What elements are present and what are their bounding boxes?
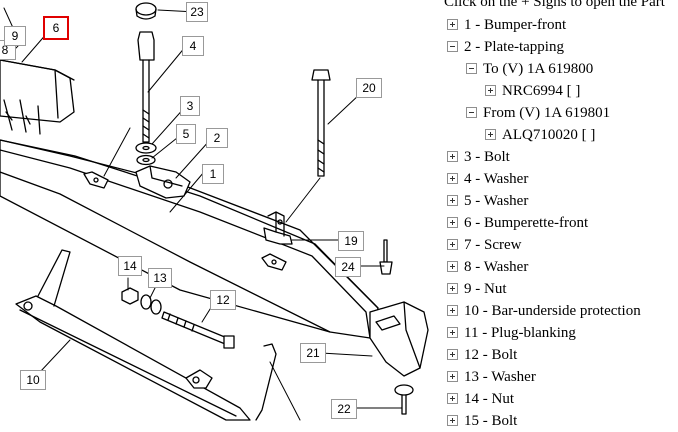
tree-item[interactable]: 5 - Washer [444,190,678,212]
expand-icon[interactable] [447,195,458,206]
tree-item[interactable]: 4 - Washer [444,168,678,190]
parts-list-panel: Click on the + Signs to open the Part 1 … [444,0,678,429]
tree-item-label[interactable]: 2 - Plate-tapping [464,39,564,55]
expand-icon[interactable] [447,393,458,404]
bumperette-drawing [0,59,75,135]
collapse-icon[interactable] [466,107,477,118]
tree-item[interactable]: 3 - Bolt [444,146,678,168]
collapse-icon[interactable] [447,41,458,52]
collapse-icon[interactable] [466,63,477,74]
callout-24[interactable]: 24 [335,257,361,277]
callout-22[interactable]: 22 [331,399,357,419]
tree-item[interactable]: 6 - Bumperette-front [444,212,678,234]
expand-icon[interactable] [447,173,458,184]
cap-23-drawing [135,2,157,20]
expand-icon[interactable] [447,371,458,382]
expand-icon[interactable] [447,305,458,316]
callout-6[interactable]: 6 [43,16,69,40]
bar-underside-drawing [15,249,277,421]
callout-3[interactable]: 4 [182,36,204,56]
expand-icon[interactable] [447,217,458,228]
tree-item[interactable]: 12 - Bolt [444,344,678,366]
callout-5[interactable]: 5 [176,124,196,144]
callout-2[interactable]: 2 [206,128,228,148]
bolt-3-drawing [137,31,155,143]
tree-item-label[interactable]: 4 - Washer [464,171,529,187]
callout-20[interactable]: 20 [356,78,382,98]
tree-item[interactable]: 10 - Bar-underside protection [444,300,678,322]
callout-14[interactable]: 14 [118,256,142,276]
tree-item-label[interactable]: From (V) 1A 619801 [483,105,611,121]
plate-tapping-drawing [135,165,191,199]
tree-item[interactable]: 7 - Screw [444,234,678,256]
exploded-view-drawing [0,2,429,421]
expand-icon[interactable] [447,151,458,162]
callout-1[interactable]: 1 [202,164,224,184]
tree-item[interactable]: To (V) 1A 619800 [444,58,678,80]
callout-21[interactable]: 21 [300,343,326,363]
callout-4[interactable]: 3 [180,96,200,116]
tree-item-label[interactable]: 7 - Screw [464,237,522,253]
tree-item[interactable]: 1 - Bumper-front [444,14,678,36]
tree-item[interactable]: 15 - Bolt [444,410,678,432]
tree-item-label[interactable]: 8 - Washer [464,259,529,275]
tree-item-label[interactable]: 5 - Washer [464,193,529,209]
tree-item-label[interactable]: 11 - Plug-blanking [464,325,576,341]
callout-23[interactable]: 23 [186,2,208,22]
tree-item-label[interactable]: 6 - Bumperette-front [464,215,589,231]
expand-icon[interactable] [447,415,458,426]
expand-icon[interactable] [447,327,458,338]
tree-item[interactable]: 2 - Plate-tapping [444,36,678,58]
tree-item[interactable]: 13 - Washer [444,366,678,388]
washers-drawing [135,142,157,166]
expand-icon[interactable] [447,19,458,30]
callout-13[interactable]: 13 [148,268,172,288]
tree-item-label[interactable]: 14 - Nut [464,391,514,407]
tree-item-label[interactable]: 3 - Bolt [464,149,510,165]
tree-item-label[interactable]: NRC6994 [ ] [502,83,581,99]
bracket-19-drawing [263,211,293,245]
tree-item-label[interactable]: 10 - Bar-underside protection [464,303,641,319]
expand-icon[interactable] [447,261,458,272]
tree-item[interactable]: From (V) 1A 619801 [444,102,678,124]
tree-item-label[interactable]: 1 - Bumper-front [464,17,567,33]
leader-lines [3,7,403,421]
tree-item[interactable]: ALQ710020 [ ] [444,124,678,146]
tree-item-label[interactable]: ALQ710020 [ ] [502,127,596,143]
expand-icon[interactable] [485,85,496,96]
callout-10[interactable]: 10 [20,370,46,390]
tree-item[interactable]: 11 - Plug-blanking [444,322,678,344]
instruction-text: Click on the + Signs to open the Part [444,0,665,10]
screw-24-drawing [379,239,393,275]
callout-19[interactable]: 19 [338,231,364,251]
expand-icon[interactable] [485,129,496,140]
tree-item-label[interactable]: 13 - Washer [464,369,536,385]
expand-icon[interactable] [447,349,458,360]
expand-icon[interactable] [447,283,458,294]
expand-icon[interactable] [447,239,458,250]
tree-item[interactable]: 8 - Washer [444,256,678,278]
tree-item-label[interactable]: To (V) 1A 619800 [483,61,594,77]
parts-diagram: 23 4 3 5 2 1 6 8 9 20 19 24 14 13 12 21 … [0,2,429,421]
tree-item-label[interactable]: 15 - Bolt [464,413,518,429]
tree-item[interactable]: 9 - Nut [444,278,678,300]
washer-22-drawing [394,384,414,415]
tree-item[interactable]: 14 - Nut [444,388,678,410]
tree-item-label[interactable]: 12 - Bolt [464,347,518,363]
bumper-end-cap-drawing [369,301,429,377]
tree-item-label[interactable]: 9 - Nut [464,281,507,297]
callout-12[interactable]: 12 [210,290,236,310]
tree-item[interactable]: NRC6994 [ ] [444,80,678,102]
callout-9[interactable]: 9 [4,26,26,46]
fastener-set-drawing [121,287,235,349]
bumper-front-drawing [0,139,379,339]
bolt-20-drawing [311,69,331,177]
